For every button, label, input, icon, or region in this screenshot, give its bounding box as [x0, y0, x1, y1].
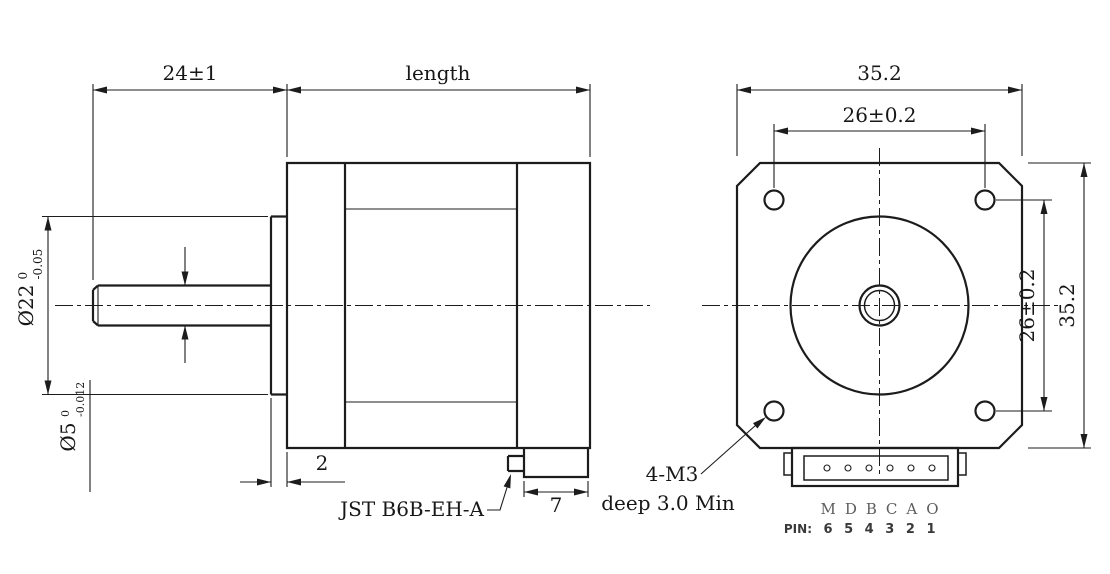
dimension-lines	[89, 247, 186, 492]
pin-circle-1	[928, 464, 936, 472]
pin-circle-3	[886, 464, 894, 472]
pin-number-row: 6 5 4 3 2 1	[824, 522, 936, 537]
dim-boss-diameter-label: Ø22	[14, 285, 38, 327]
connector-cavity	[803, 455, 949, 481]
leader-line	[487, 487, 508, 511]
dim-hole-spacing-vertical-label: 26±0.2	[1015, 268, 1039, 342]
pin-circle-5	[844, 464, 852, 472]
dim-connector-width-label: 7	[550, 493, 563, 517]
dim-body-length: length	[287, 61, 591, 157]
pin-labels: M D B C A O PIN: 6 5 4 3 2 1	[784, 500, 939, 537]
dim-shaft-diameter-tol-lower: -0.012	[74, 382, 87, 417]
dim-flange-width-label: 35.2	[857, 61, 902, 85]
dim-boss-diameter-label-group: Ø22 0 -0.05	[14, 249, 45, 327]
pin-letter-row: M D B C A O	[821, 500, 939, 518]
dim-shaft-extension-label: 24±1	[163, 61, 218, 85]
front-view: 35.2 26±0.2 26±0.2 35.2	[601, 61, 1091, 537]
dim-boss-thickness: 2	[240, 398, 345, 487]
pin-circle-6	[823, 464, 831, 472]
dim-flange-width: 35.2	[736, 61, 1023, 156]
dim-flange-height-label: 35.2	[1055, 283, 1079, 328]
extension-lines	[240, 398, 345, 487]
front-centerlines	[702, 148, 1058, 478]
extension-lines	[773, 124, 986, 188]
dim-shaft-diameter-label: Ø5	[56, 422, 80, 451]
leader-line	[700, 424, 757, 475]
extension-lines	[287, 84, 591, 157]
shaft-circle	[858, 284, 901, 327]
dim-hole-spacing-horizontal-label: 26±0.2	[842, 103, 916, 127]
leader-arrow	[753, 417, 766, 429]
connector-front	[783, 446, 967, 488]
dim-connector-width: 7	[523, 481, 589, 517]
connector-wing-left	[783, 452, 793, 476]
flange-outline	[735, 161, 1024, 450]
motor-body-outline	[91, 161, 592, 479]
mounting-hole-top-right	[974, 189, 996, 211]
dimension-arrows	[524, 488, 588, 496]
dim-boss-thickness-label: 2	[316, 451, 329, 475]
dim-hole-spacing-vertical: 26±0.2	[996, 199, 1052, 412]
dim-flange-height: 35.2	[1028, 162, 1091, 449]
connector-callout: JST B6B-EH-A	[338, 474, 511, 521]
connector-label: JST B6B-EH-A	[338, 497, 484, 521]
side-view: 24±1 length Ø22 0 -0.05 Ø5 0 -0.012	[14, 61, 650, 521]
dimension-arrows	[181, 271, 189, 340]
dim-flange-height-label-group: 35.2	[1055, 283, 1079, 328]
dim-shaft-diameter: Ø5 0 -0.012	[56, 247, 189, 492]
pin-number-prefix: PIN:	[784, 522, 812, 536]
mounting-hole-bottom-left	[763, 400, 785, 422]
mounting-hole-note: 4-M3 deep 3.0 Min	[601, 417, 766, 515]
connector-wing-right	[957, 452, 967, 476]
mounting-hole-note-line1: 4-M3	[646, 462, 699, 486]
dim-body-length-label: length	[406, 61, 471, 85]
extension-lines	[996, 199, 1052, 412]
shaft-chamfer-and-stack-lines	[97, 208, 517, 403]
mounting-hole-top-left	[763, 189, 785, 211]
extension-lines	[42, 215, 268, 396]
pin-circle-2	[907, 464, 915, 472]
mounting-hole-note-line2: deep 3.0 Min	[601, 491, 735, 515]
dim-boss-diameter-tol-lower: -0.05	[31, 249, 45, 280]
extension-lines	[1028, 162, 1091, 449]
dim-shaft-extension: 24±1	[92, 61, 288, 280]
extension-lines	[92, 84, 288, 280]
shaft-chamfer-circle	[863, 289, 896, 322]
leader-arrow	[503, 474, 511, 489]
pilot-boss-circle	[789, 215, 970, 396]
dim-hole-spacing-vertical-label-group: 26±0.2	[1015, 268, 1039, 342]
mounting-hole-bottom-right	[974, 400, 996, 422]
dim-boss-diameter: Ø22 0 -0.05	[14, 215, 268, 396]
dim-shaft-diameter-tol-upper: 0	[59, 410, 72, 417]
dimension-arrows	[257, 478, 301, 486]
dim-boss-diameter-tol-upper: 0	[16, 272, 30, 280]
extension-lines	[736, 84, 1023, 156]
dim-shaft-diameter-label-group: Ø5 0 -0.012	[56, 382, 87, 452]
pin-circle-4	[865, 464, 873, 472]
dim-hole-spacing-horizontal: 26±0.2	[773, 103, 986, 188]
